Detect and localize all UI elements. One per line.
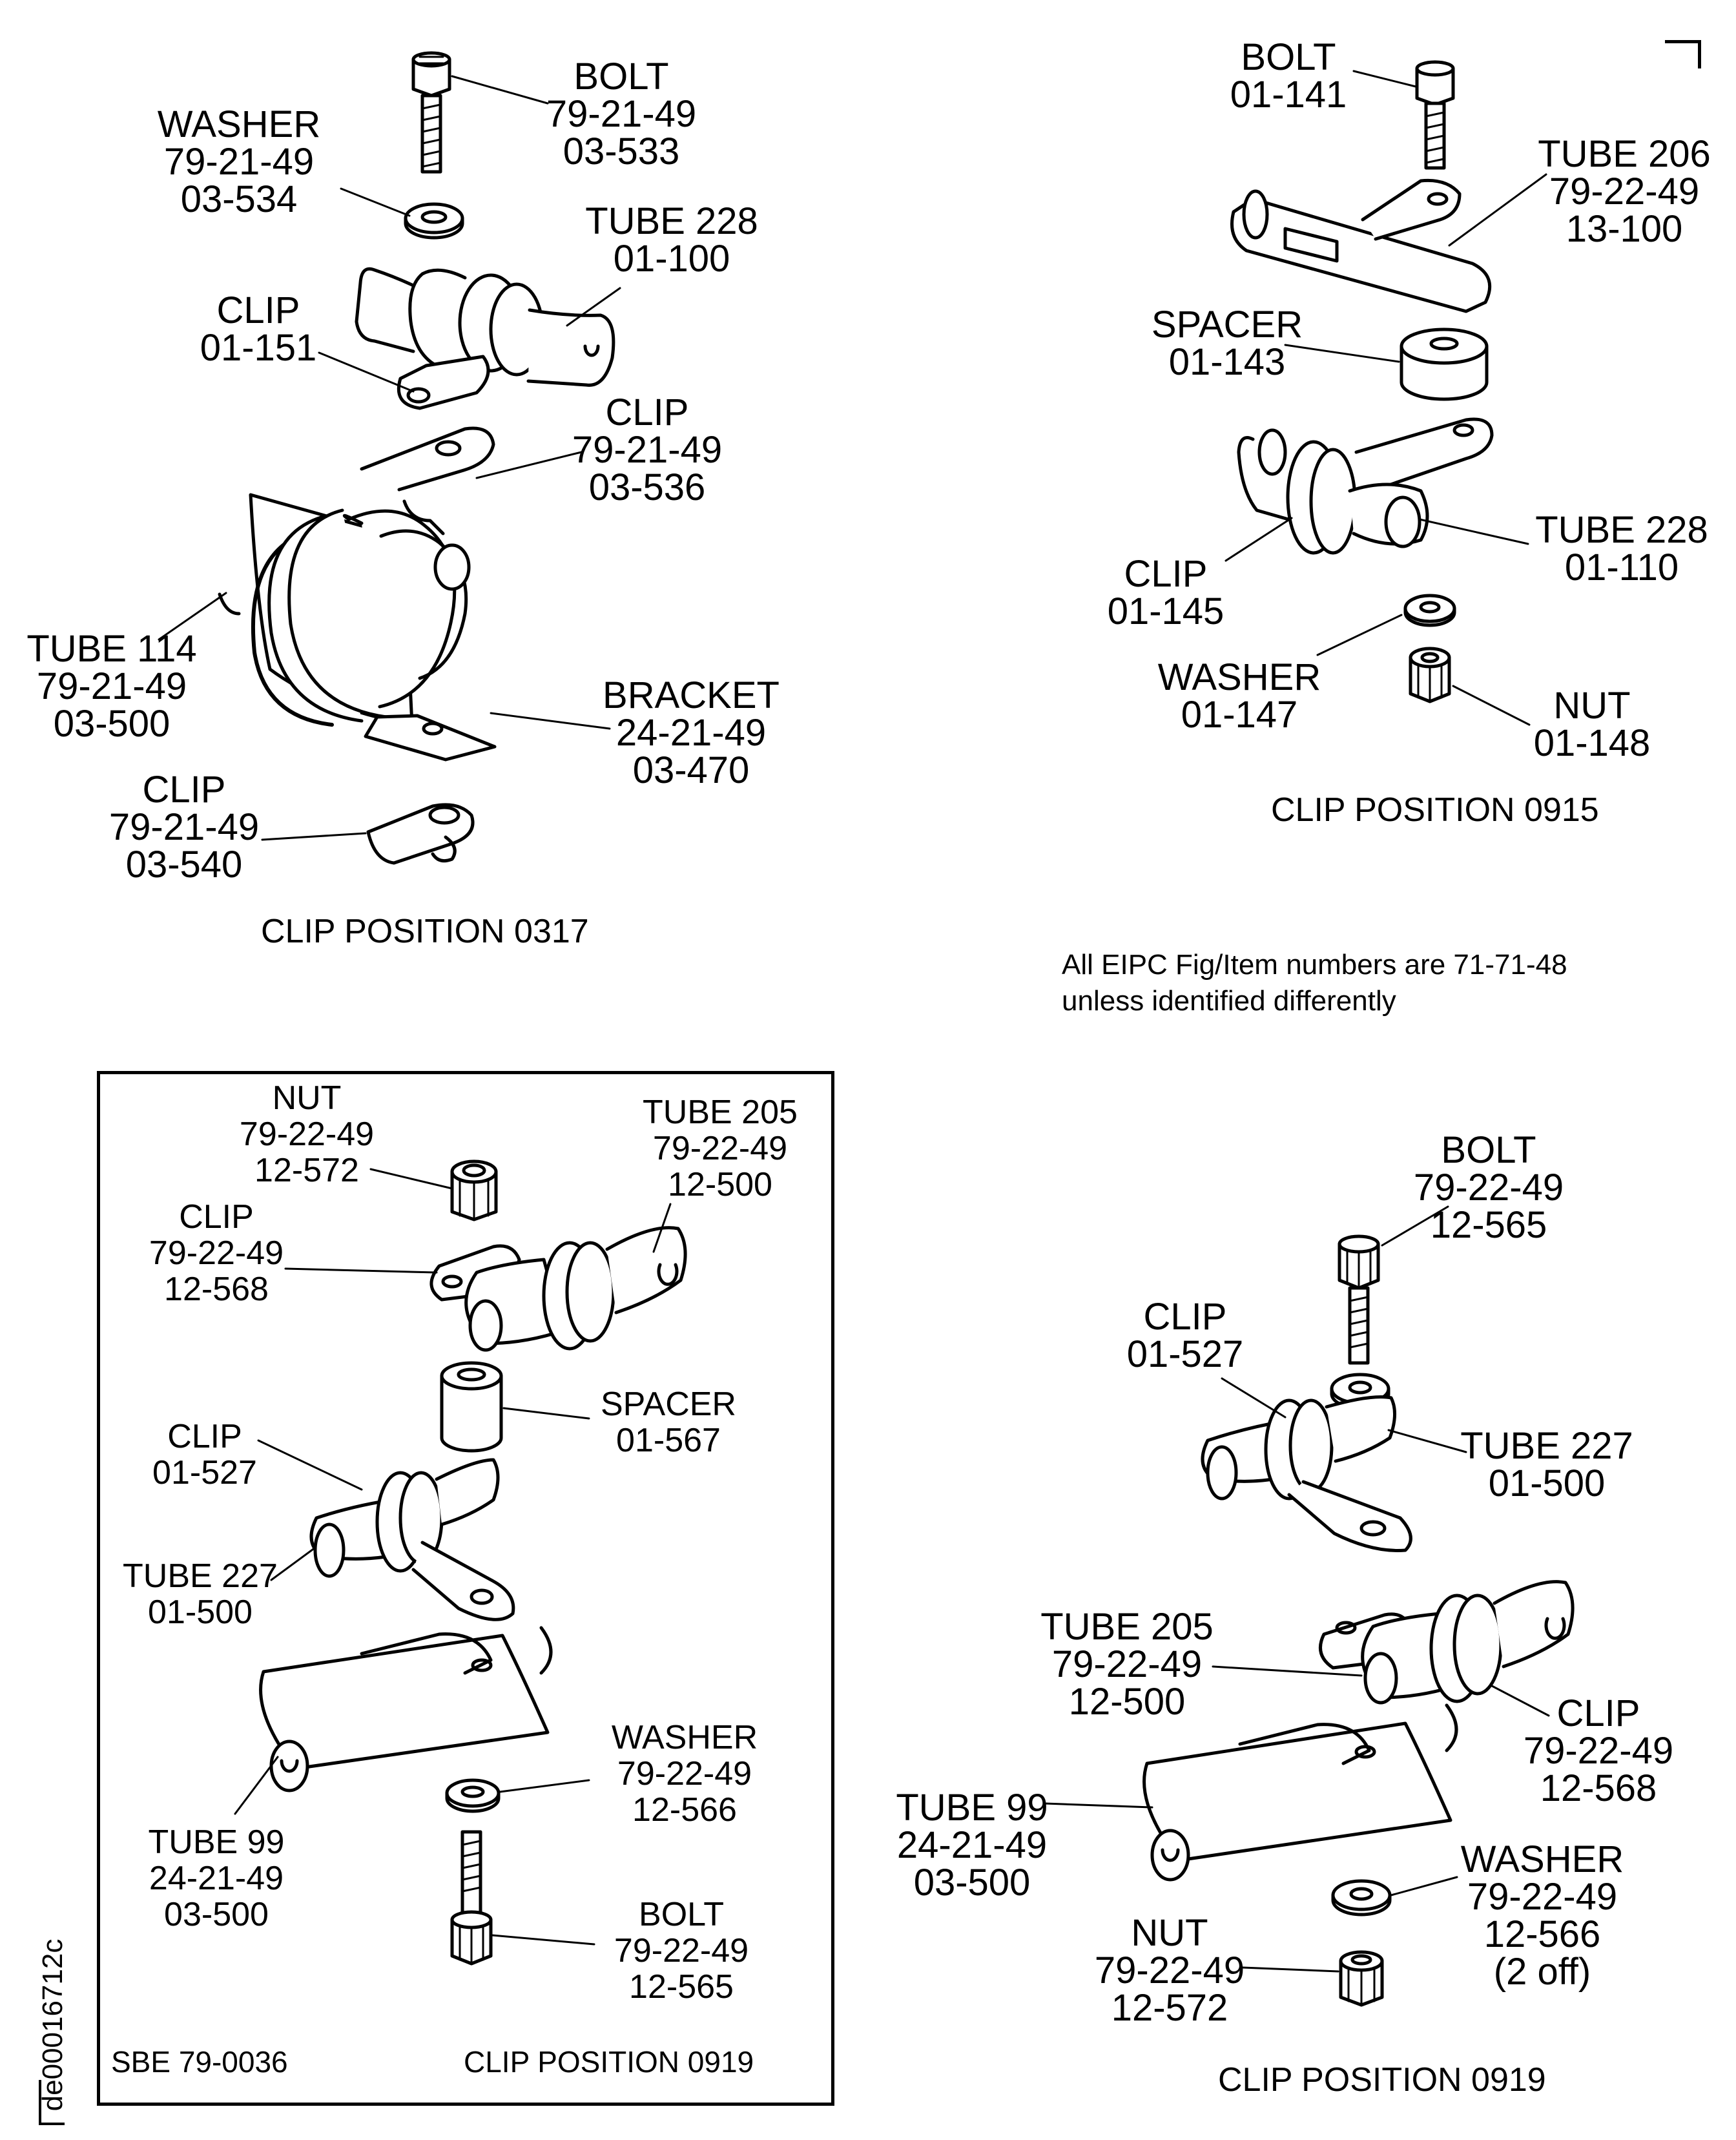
caption-clip-position-0919-sbe: CLIP POSITION 0919 xyxy=(464,2045,754,2079)
spacer-0915 xyxy=(1400,327,1489,401)
clip-568-tube-205-0919 xyxy=(1318,1580,1575,1705)
tube-228-clip-151-0317 xyxy=(355,267,615,410)
nut-0919 xyxy=(1339,1950,1384,2007)
bracket-0317 xyxy=(364,714,497,762)
leader-lines-0919 xyxy=(1044,1205,1550,1973)
bolt-0919 xyxy=(1338,1234,1380,1365)
nut-sbe xyxy=(450,1159,498,1221)
corner-mark xyxy=(1665,40,1701,68)
caption-clip-position-0317: CLIP POSITION 0317 xyxy=(261,913,589,950)
clip-568-tube-205-sbe xyxy=(429,1226,687,1352)
sbe-panel-frame xyxy=(97,1071,834,2106)
washer-0919-lower xyxy=(1331,1879,1392,1917)
eipc-note: All EIPC Fig/Item numbers are 71-71-48 u… xyxy=(1062,949,1567,1017)
clip-527-tube-227-sbe xyxy=(309,1458,515,1621)
clip-540-0317 xyxy=(366,803,475,865)
washer-sbe xyxy=(445,1778,501,1813)
spacer-sbe xyxy=(440,1361,503,1453)
bolt-sbe xyxy=(450,1830,493,1966)
bolt-0915 xyxy=(1415,60,1455,170)
washer-0915 xyxy=(1403,594,1456,627)
caption-clip-position-0915: CLIP POSITION 0915 xyxy=(1271,791,1599,829)
caption-clip-position-0919: CLIP POSITION 0919 xyxy=(1218,2061,1546,2099)
clip-536-tube-114-0317 xyxy=(218,426,495,727)
leader-lines-sbe xyxy=(234,1168,672,1946)
document-id-mark xyxy=(39,2080,65,2125)
washer-0317 xyxy=(404,202,464,240)
leader-lines-0317 xyxy=(158,75,621,841)
leader-lines-0915 xyxy=(1224,70,1547,726)
tube-99-0919 xyxy=(1142,1703,1458,1882)
clip-145-tube-228-0915 xyxy=(1237,417,1494,555)
nut-0915 xyxy=(1409,647,1451,703)
bolt-0317 xyxy=(411,51,451,174)
tube-99-sbe xyxy=(259,1626,553,1792)
clip-527-tube-227-0919 xyxy=(1201,1395,1412,1552)
sbe-reference: SBE 79-0036 xyxy=(111,2045,288,2079)
tube-206-0915 xyxy=(1230,178,1492,313)
